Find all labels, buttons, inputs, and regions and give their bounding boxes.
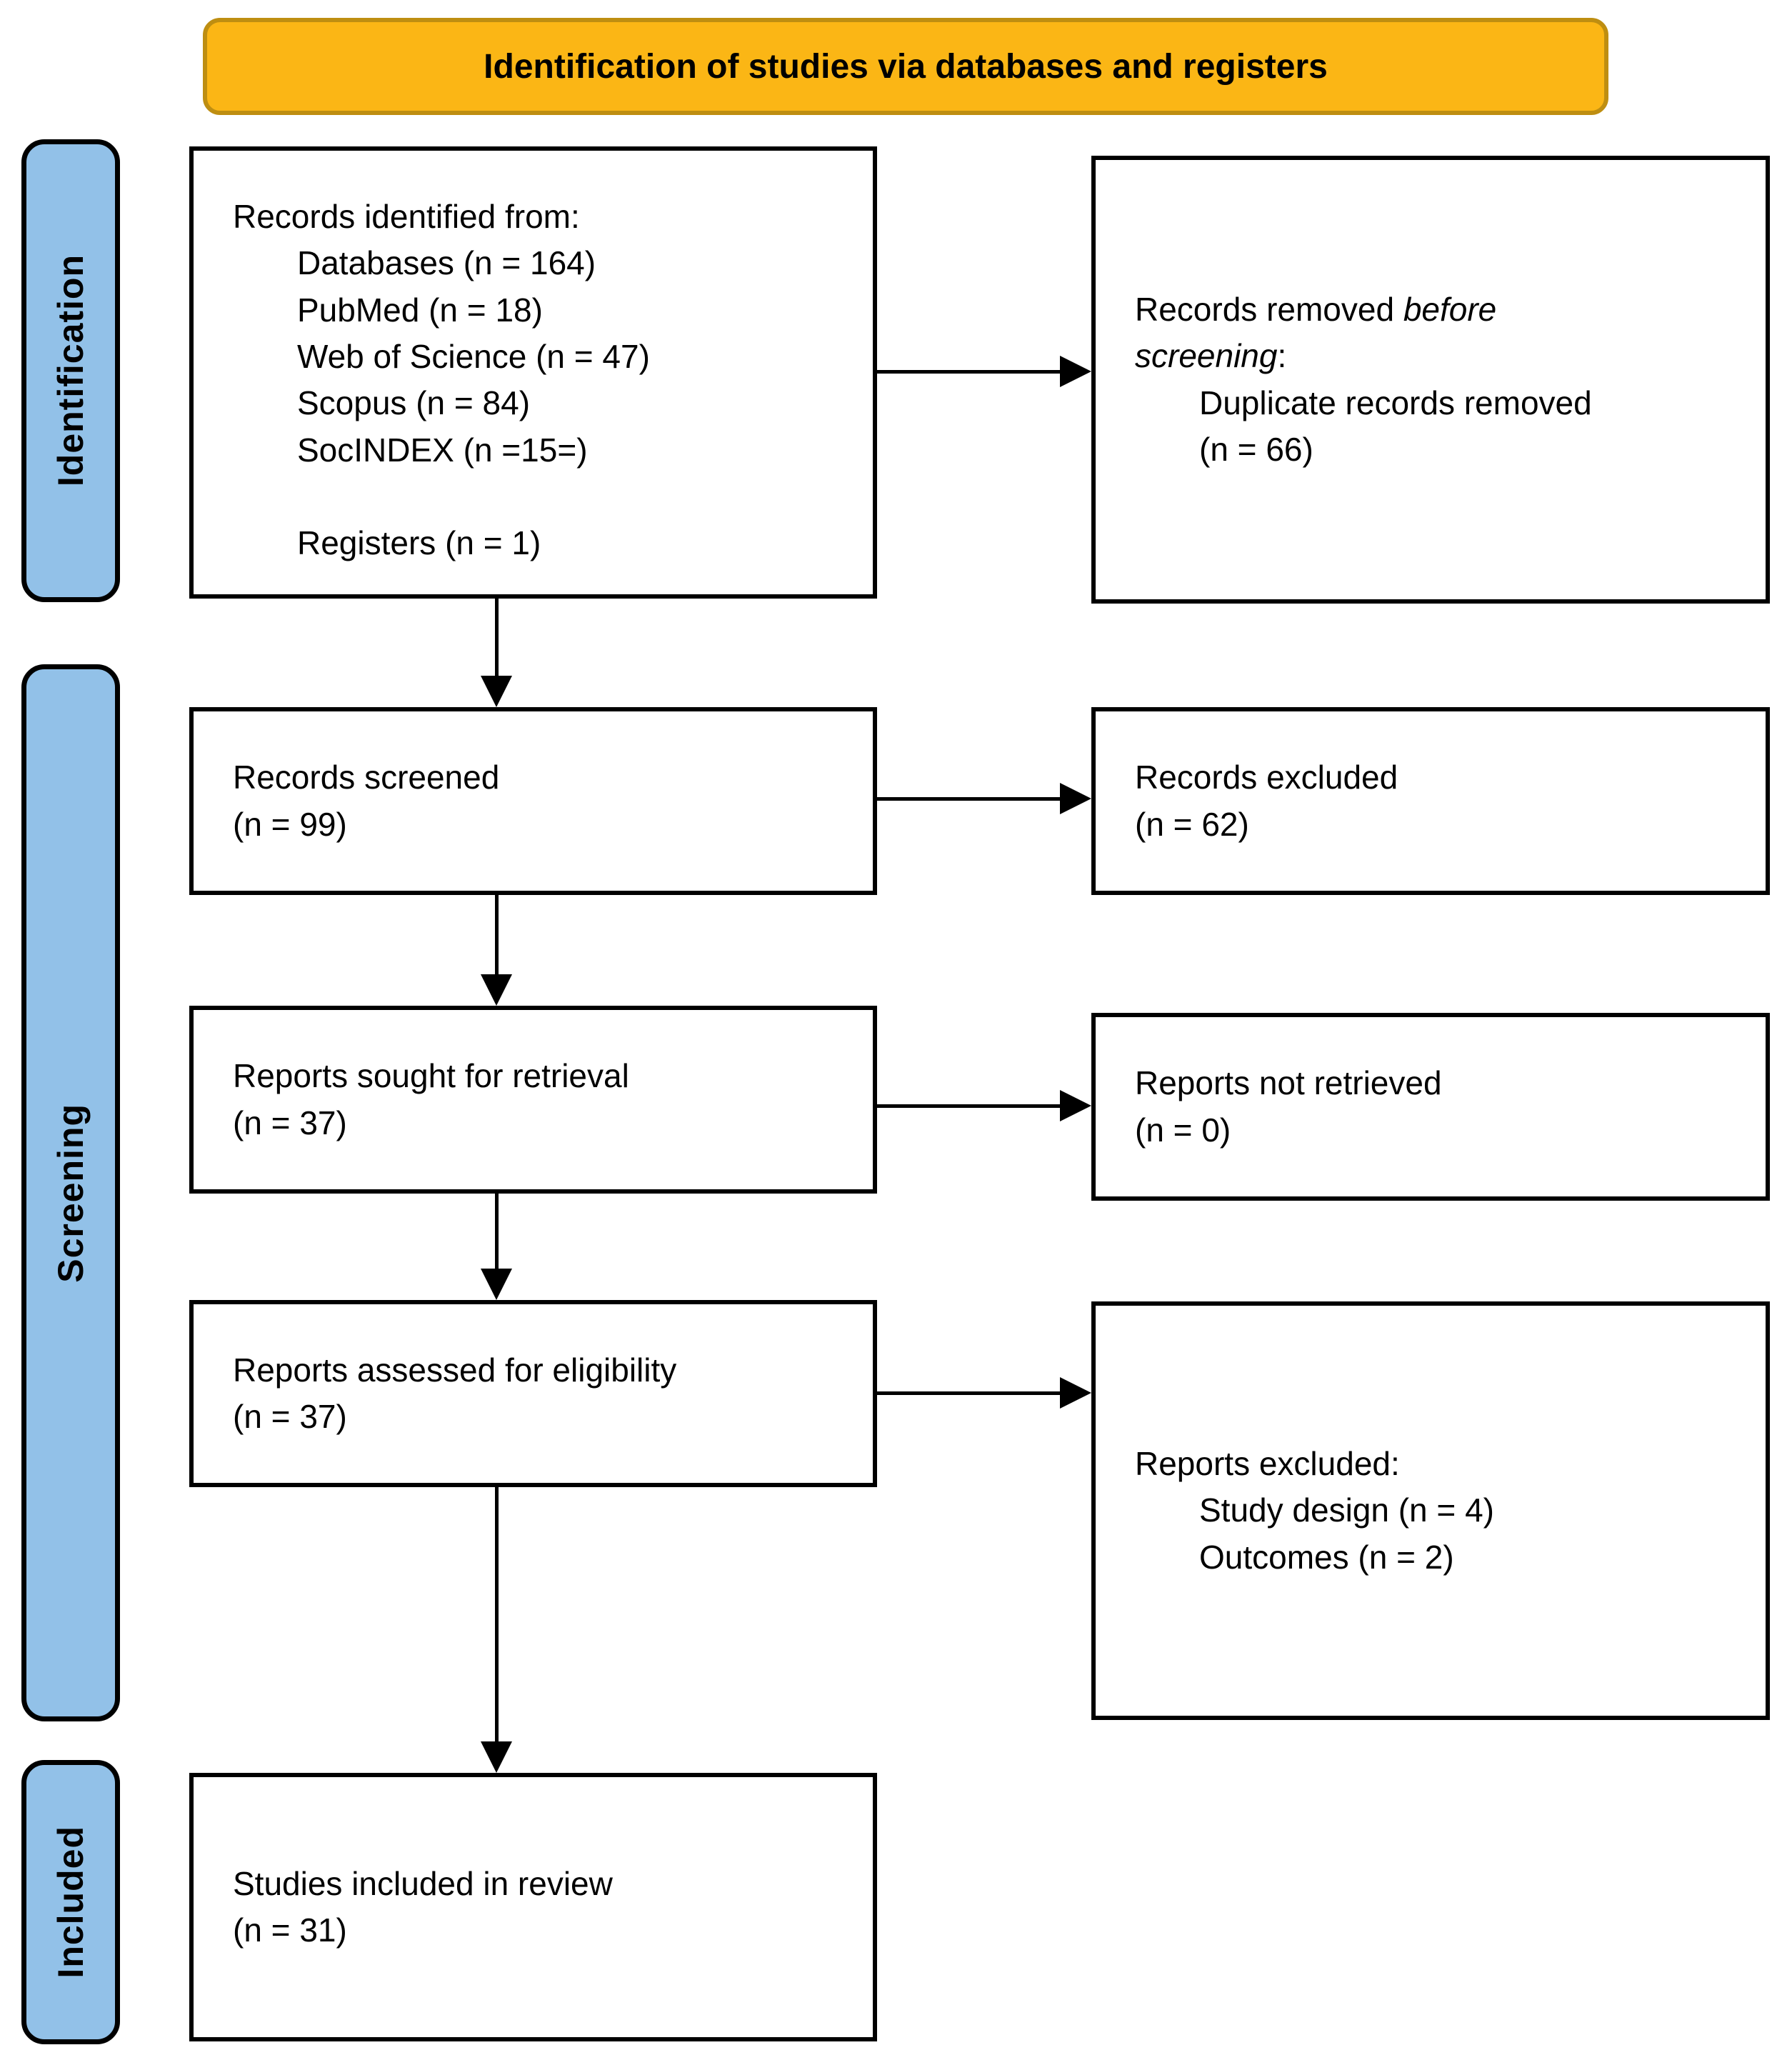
records-identified-item: Scopus (n = 84) [297,384,531,422]
stage-label-screening: Screening [51,1103,91,1283]
banner: Identification of studies via databases … [203,18,1608,115]
reports-not-retrieved-count: (n = 0) [1135,1111,1231,1149]
reports-sought-label: Reports sought for retrieval [233,1057,629,1095]
box-studies-included: Studies included in review (n = 31) [189,1773,877,2041]
arrow-screened-to-excluded-line [877,797,1061,801]
records-identified-title: Records identified from: [233,198,580,235]
arrow-right-icon [1060,1090,1091,1121]
box-records-removed: Records removed before screening: Duplic… [1091,156,1770,604]
arrow-right-icon [1060,1377,1091,1409]
studies-included-label: Studies included in review [233,1864,613,1902]
records-screened-label: Records screened [233,759,500,796]
arrow-down-icon [481,676,512,707]
records-identified-spacer [233,474,844,520]
box-records-screened: Records screened (n = 99) [189,707,877,895]
box-records-identified: Records identified from: Databases (n = … [189,146,877,599]
stage-label-included: Included [51,1826,91,1979]
banner-title: Identification of studies via databases … [484,47,1328,86]
stage-bar-included: Included [21,1760,120,2044]
records-removed-title: Records removed before screening: [1135,286,1606,380]
arrow-down-icon [481,974,512,1006]
records-identified-item: SocINDEX (n =15=) [297,431,588,469]
arrow-screened-to-sought-line [495,895,499,976]
arrow-down-icon [481,1741,512,1773]
records-identified-item: Web of Science (n = 47) [297,337,650,375]
reports-excluded-title: Reports excluded: [1135,1445,1400,1483]
stage-label-identification: Identification [51,254,91,487]
records-excluded-label: Records excluded [1135,759,1398,796]
reports-excluded-item: Study design (n = 4) [1199,1491,1494,1529]
records-screened-count: (n = 99) [233,805,347,843]
arrow-assessed-to-included-line [495,1487,499,1743]
arrow-right-icon [1060,356,1091,387]
stage-bar-identification: Identification [21,139,120,602]
reports-assessed-count: (n = 37) [233,1398,347,1435]
arrow-down-icon [481,1269,512,1300]
arrow-right-icon [1060,783,1091,814]
records-identified-item: Databases (n = 164) [297,244,596,282]
arrow-assessed-to-reportsexcluded-line [877,1391,1061,1395]
records-removed-title-italic: before screening [1135,290,1497,375]
records-identified-item: PubMed (n = 18) [297,291,543,329]
records-identified-item: Registers (n = 1) [297,524,541,562]
studies-included-count: (n = 31) [233,1911,347,1949]
records-removed-title-text: Records removed [1135,290,1403,328]
reports-not-retrieved-label: Reports not retrieved [1135,1064,1442,1102]
reports-sought-count: (n = 37) [233,1104,347,1141]
box-reports-assessed: Reports assessed for eligibility (n = 37… [189,1300,877,1487]
box-reports-sought: Reports sought for retrieval (n = 37) [189,1006,877,1194]
box-reports-not-retrieved: Reports not retrieved (n = 0) [1091,1013,1770,1201]
arrow-identified-to-removed-line [877,370,1061,374]
reports-assessed-label: Reports assessed for eligibility [233,1351,677,1389]
stage-bar-screening: Screening [21,664,120,1721]
box-records-excluded: Records excluded (n = 62) [1091,707,1770,895]
records-removed-item: Duplicate records removed [1199,384,1592,421]
arrow-identified-to-screened-line [495,599,499,677]
arrow-sought-to-notretrieved-line [877,1104,1061,1108]
records-removed-title-colon: : [1277,337,1287,375]
arrow-sought-to-assessed-line [495,1194,499,1270]
box-reports-excluded: Reports excluded: Study design (n = 4) O… [1091,1301,1770,1720]
reports-excluded-item: Outcomes (n = 2) [1199,1538,1454,1576]
records-excluded-count: (n = 62) [1135,805,1249,843]
records-removed-count: (n = 66) [1199,430,1313,468]
